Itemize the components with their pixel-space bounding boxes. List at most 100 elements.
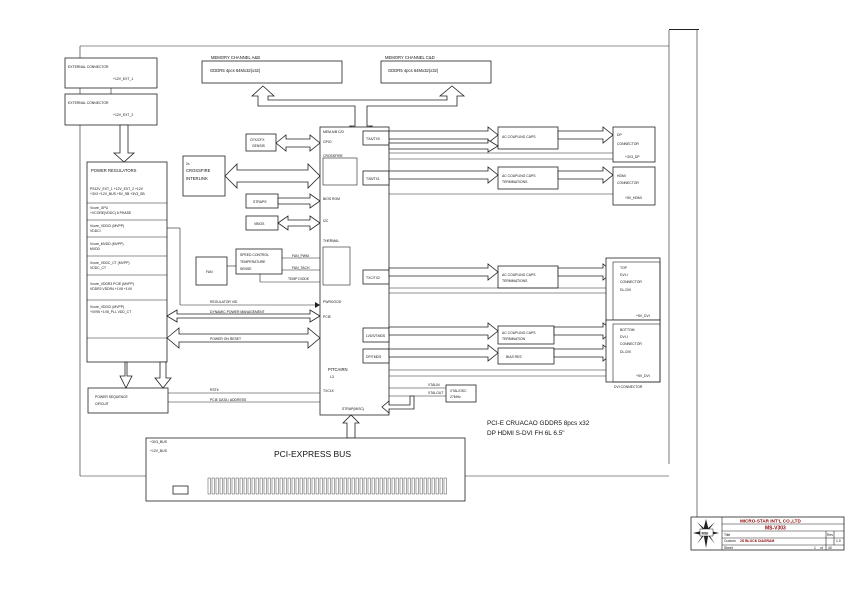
ac-coupling-3-sub: TERMINATIONS bbox=[502, 279, 528, 283]
bias-res-label: BIAS RES bbox=[506, 355, 522, 359]
speed-control-block: SPEED CONTROL TEMPERATURE SENSE bbox=[235, 248, 283, 275]
pcie-finger bbox=[403, 477, 407, 495]
regulator-vid-label: REGULATOR VID bbox=[210, 300, 238, 304]
regulator-row-5-a: Vcore_VDDC_CT (MVPP) bbox=[90, 261, 130, 265]
dp-connector-line1: DP bbox=[617, 133, 622, 137]
pcie-finger bbox=[227, 477, 231, 495]
crossfire-line1: 2x bbox=[186, 162, 190, 166]
gpu-port-txclk: TXCLK bbox=[323, 389, 335, 393]
cfx-genesis-block: CFX/CFX GENSIS bbox=[245, 133, 277, 152]
pcie-finger bbox=[427, 477, 431, 495]
ac-coupling-1-label: AC COUPLING CAPS bbox=[502, 135, 536, 139]
dvi-top-line3: CONNECTOR bbox=[620, 280, 642, 284]
of-label: of bbox=[820, 546, 823, 550]
pcie-finger bbox=[215, 477, 219, 495]
gpu-strap-label: STRAP(MISC) bbox=[342, 407, 364, 411]
regulator-row-5-b: VDDC_CT bbox=[90, 266, 106, 270]
pcie-finger bbox=[291, 477, 295, 495]
gpu-port-thermal: THERMAL bbox=[323, 239, 339, 243]
xtal-line1: XTAL/OSC bbox=[450, 389, 467, 393]
ext-connector-2-sub: +12V_EXT_2 bbox=[113, 113, 133, 117]
speed-line2: TEMPERATURE bbox=[240, 260, 266, 264]
pcie-finger bbox=[251, 477, 255, 495]
bus-key-notch bbox=[172, 485, 189, 495]
speed-line1: SPEED CONTROL bbox=[240, 253, 269, 257]
memory-bus-arrow bbox=[250, 85, 466, 135]
custom-label: Custom bbox=[724, 539, 736, 543]
dvi-top-line5: +5V_DVI bbox=[636, 314, 650, 318]
pcie-finger bbox=[383, 477, 387, 495]
memory-channel-ab: MEMORY CHANNEL A&B GDDR5 4pcs 64Mx32(x32… bbox=[201, 55, 343, 84]
ext-to-regulators-arrow bbox=[112, 124, 136, 163]
xtal-out-label: XTALOUT bbox=[428, 391, 443, 395]
ext-connector-1-title: EXTERNAL CONNECTOR bbox=[68, 65, 109, 69]
dvi-bottom-line4: DL-DVI bbox=[620, 350, 631, 354]
pcie-finger bbox=[207, 477, 211, 495]
ac-coupling-3-label: AC COUPLING CAPS bbox=[502, 273, 536, 277]
ac-coupling-4-label: AC COUPLING CAPS bbox=[502, 331, 536, 335]
dvi-bottom-connector: BOTTOM DVI-I CONNECTOR DL-DVI +5V_DVI bbox=[605, 319, 661, 383]
pcie-finger bbox=[331, 477, 335, 495]
pcie-finger bbox=[415, 477, 419, 495]
power-sequence-block: POWER SEQUENCE CIRCUIT bbox=[87, 387, 169, 414]
pcie-finger bbox=[323, 477, 327, 495]
vbios-block: VBIOS bbox=[245, 215, 279, 231]
regulator-row-3-b: VDDCI bbox=[90, 229, 101, 233]
pcie-finger bbox=[443, 477, 447, 495]
straps-block: STRAPS bbox=[245, 193, 279, 209]
xtal-block: XTAL/OSC 27MHz bbox=[445, 384, 477, 403]
regulator-row-7-b: +0V95 +1V8_PLL VDD_CT bbox=[90, 310, 131, 314]
dp-out-arrow bbox=[557, 126, 614, 144]
sheet-name: 2S BLOCK DIAGRAM bbox=[740, 539, 774, 543]
pcie-finger bbox=[423, 477, 427, 495]
bias-res-block: BIAS RES bbox=[497, 347, 555, 365]
pcie-finger bbox=[263, 477, 267, 495]
pcie-finger bbox=[391, 477, 395, 495]
pcie-finger bbox=[311, 477, 315, 495]
ac-coupling-2-label: AC COUPLING CAPS bbox=[502, 174, 536, 178]
pcie-finger bbox=[315, 477, 319, 495]
pcie-finger bbox=[379, 477, 383, 495]
pcie-finger bbox=[239, 477, 243, 495]
speed-line3: SENSE bbox=[240, 267, 252, 271]
gpu-port-i2c: I2C bbox=[323, 219, 329, 223]
pcie-finger bbox=[411, 477, 415, 495]
pcie-finger bbox=[295, 477, 299, 495]
memory-channel-ab-title: MEMORY CHANNEL A&B bbox=[211, 55, 260, 60]
gpu-port-bios: BIOS ROM bbox=[323, 197, 340, 201]
pcie-finger bbox=[435, 477, 439, 495]
pcie-finger bbox=[211, 477, 215, 495]
hdmi-connector-line3: +5V_HDMI bbox=[625, 196, 642, 200]
pcie-finger bbox=[327, 477, 331, 495]
gpu-port-dp-a: TXA/TX0 bbox=[366, 137, 380, 141]
regulator-row-2-a: Vcore_GPU bbox=[90, 206, 109, 210]
pcie-finger bbox=[283, 477, 287, 495]
bus-3v3-label: +3V3_BUS bbox=[150, 440, 168, 444]
pcie-finger bbox=[279, 477, 283, 495]
pcie-finger bbox=[231, 477, 235, 495]
sheet-value: 1 bbox=[814, 546, 816, 550]
crossfire-line3: INTERLINK bbox=[186, 176, 208, 181]
dvi-top-line2: DVI-I bbox=[620, 273, 628, 277]
pcie-finger bbox=[419, 477, 423, 495]
ext-connector-2-title: EXTERNAL CONNECTOR bbox=[68, 101, 109, 105]
msi-logo-icon: MSI bbox=[693, 519, 719, 548]
vbios-arrow bbox=[277, 215, 321, 231]
gpu-thermal-subblock bbox=[322, 246, 351, 286]
pcie-finger bbox=[359, 477, 363, 495]
regulator-row-4-a: Vcore_MVDD (MVPP) bbox=[90, 242, 124, 246]
company-name: MICRO-STAR INT'L CO.,LTD bbox=[740, 519, 801, 524]
pcie-finger bbox=[275, 477, 279, 495]
memory-channel-ab-part: GDDR5 4pcs 64Mx32(x32) bbox=[210, 68, 261, 73]
xtal-line2: 27MHz bbox=[450, 395, 461, 399]
ac-coupling-2-sub: TERMINATIONS bbox=[502, 180, 528, 184]
gpu-port-lvds: LVDS/TMDS bbox=[366, 334, 386, 338]
rev-value: 1.0 bbox=[836, 539, 841, 543]
dp-connector-line3: +3V3_DP bbox=[625, 155, 640, 159]
rst-label: RST# bbox=[210, 388, 219, 392]
pcie-finger bbox=[355, 477, 359, 495]
title-block: MSI MICRO-STAR INT'L CO.,LTD MS-V303 Tit… bbox=[690, 516, 845, 551]
pcie-finger bbox=[375, 477, 379, 495]
power-sequence-title: POWER SEQUENCE bbox=[95, 395, 129, 399]
pcie-finger bbox=[363, 477, 367, 495]
